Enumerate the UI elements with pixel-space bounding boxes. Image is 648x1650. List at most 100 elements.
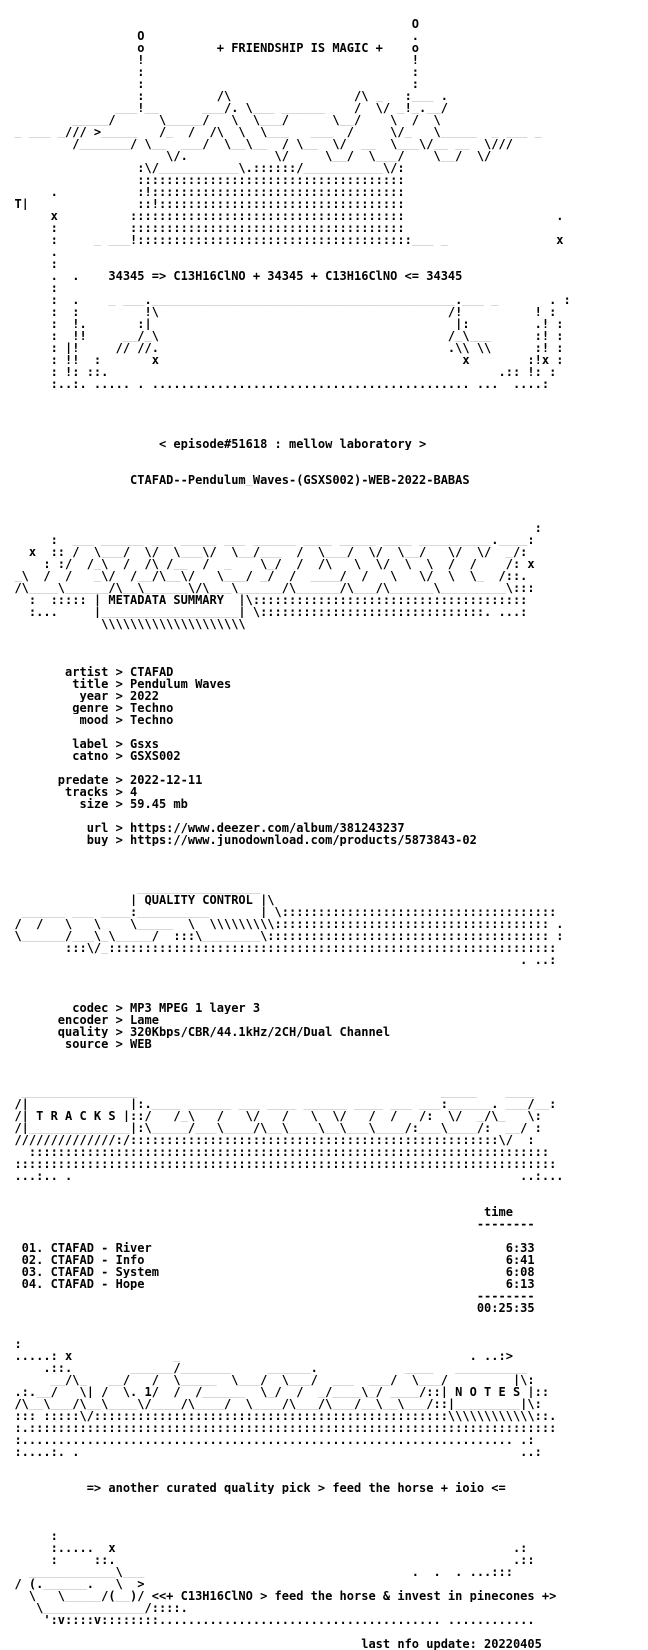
nfo-line <box>0 630 648 642</box>
nfo-line <box>0 462 648 474</box>
nfo-line <box>0 858 648 870</box>
nfo-line: / (.______. \ > <box>0 1578 145 1590</box>
nfo-line: title > Pendulum Waves <box>0 678 232 690</box>
nfo-line: :.::::::::::::::::::::::::::::::::::::::… <box>0 1422 557 1434</box>
nfo-line: genre > Techno <box>0 702 174 714</box>
nfo-line <box>0 810 648 822</box>
nfo-line <box>0 1494 648 1506</box>
nfo-line: _ ___ _/// >_____ /_ / /\ \ \___ ___ / \… <box>0 126 542 138</box>
nfo-line: /|______________|:\_____/___\____/\__\__… <box>0 1122 542 1134</box>
nfo-line: : _ ___!::::::::::::::::::::::::::::::::… <box>0 234 564 246</box>
nfo-line: O <box>0 18 420 30</box>
nfo-line <box>0 1050 648 1062</box>
nfo-line <box>0 1506 648 1518</box>
nfo-line: \ \_____/(__)/ <<+ C13H16ClNO > feed the… <box>0 1590 557 1602</box>
nfo-line: mood > Techno <box>0 714 174 726</box>
nfo-line: : ___ ______ ___ _____ ___ ______ ____ _… <box>0 534 535 546</box>
nfo-line: label > Gsxs <box>0 738 159 750</box>
nfo-line: time <box>0 1206 513 1218</box>
nfo-line: x ::::::::::::::::::::::::::::::::::::::… <box>0 210 564 222</box>
nfo-line <box>0 1230 648 1242</box>
nfo-line: /\__\___/\__\____\/____/\____/ \____/\__… <box>0 1398 542 1410</box>
nfo-line: :..:. ..... . ..........................… <box>0 378 550 390</box>
nfo-line: : . _ ___.______________________________… <box>0 294 571 306</box>
nfo-line: ___!__ ___/. \___ ______ / \/ _!_.__/ <box>0 102 448 114</box>
nfo-line: ::::::::::::::::::::::::::::::::::::::::… <box>0 1158 557 1170</box>
nfo-line: ! ! <box>0 54 420 66</box>
nfo-line <box>0 402 648 414</box>
nfo-line: .::. ______/_______ ______. ____ _______… <box>0 1362 528 1374</box>
nfo-line <box>0 642 648 654</box>
nfo-line: /_______/ \__ ___/ \__\__ / \__ \/ __ \_… <box>0 138 513 150</box>
nfo-line: : <box>0 1530 58 1542</box>
nfo-line: . <box>0 246 58 258</box>
nfo-line <box>0 1194 648 1206</box>
nfo-line: T| ::!:::::::::::::::::::::::::::::::::: <box>0 198 405 210</box>
nfo-line: codec > MP3 MPEG 1 layer 3 <box>0 1002 261 1014</box>
nfo-line: : !! : x x :!x : <box>0 354 564 366</box>
nfo-line: .:.__/ \| / \. 1/ / /______ \_/ / _/____… <box>0 1386 550 1398</box>
nfo-line <box>0 1062 648 1074</box>
nfo-line: => another curated quality pick > feed t… <box>0 1482 506 1494</box>
nfo-line: . ..: <box>0 954 557 966</box>
nfo-line: predate > 2022-12-11 <box>0 774 203 786</box>
nfo-line: :::\/_::::::::::::::::::::::::::::::::::… <box>0 942 557 954</box>
nfo-line: : <box>0 282 58 294</box>
nfo-line: : : <box>0 66 420 78</box>
nfo-line: 04. CTAFAD - Hope 6:13 <box>0 1278 535 1290</box>
nfo-line: ':v::::v::::::::........................… <box>0 1614 535 1626</box>
nfo-line: /\____\______/\__\______\/\___\______/\_… <box>0 582 535 594</box>
nfo-line: encoder > Lame <box>0 1014 159 1026</box>
nfo-line: : |! // //. .\\ \\ :! : <box>0 342 564 354</box>
nfo-line: last nfo update: 20220405 <box>0 1638 542 1650</box>
nfo-line: :\/___________\.::::::/___________\/: <box>0 162 405 174</box>
nfo-line: //////////////:/::::::::::::::::::::::::… <box>0 1134 535 1146</box>
nfo-line: : :/ /_\ / /\ /__ / _ \_/ / /\ \ \/ \ \ … <box>0 558 535 570</box>
nfo-line: ::::::::::::::::::::::::::::::::::::: <box>0 174 405 186</box>
nfo-line: : : <box>0 78 420 90</box>
nfo-line <box>0 870 648 882</box>
nfo-line: :.......................................… <box>0 1434 535 1446</box>
nfo-line: :... |___________________| \::::::::::::… <box>0 606 528 618</box>
nfo-line: o + FRIENDSHIP IS MAGIC + o <box>0 42 420 54</box>
nfo-line: : !. :| |: .! : <box>0 318 564 330</box>
nfo-line: ...:.. . ..:... <box>0 1170 564 1182</box>
nfo-line: __/\_ __/ / \_____ \___/ \___/ ___ ___/ … <box>0 1374 535 1386</box>
nfo-line: : :::::::::::::::::::::::::::::::::::::: <box>0 222 405 234</box>
nfo-line: . :!::::::::::::::::::::::::::::::::::: <box>0 186 405 198</box>
nfo-line: | QUALITY CONTROL |\ <box>0 894 275 906</box>
nfo-line <box>0 654 648 666</box>
nfo-line: \______________/::::. <box>0 1602 188 1614</box>
nfo-line: :....:. . ..: <box>0 1446 542 1458</box>
nfo-line <box>0 390 648 402</box>
nfo-line: tracks > 4 <box>0 786 138 798</box>
nfo-line: _____/ \_____/ \ \___/ \__/ \ / \ <box>0 114 441 126</box>
nfo-line: x :: / \___/ \/ \___\/ \__/___ / \___/ \… <box>0 546 528 558</box>
nfo-line <box>0 1074 648 1086</box>
nfo-line: .....: x _ . ..:> <box>0 1350 513 1362</box>
nfo-line: / / \ \ \_____ \ \\\\\\\\\::::::::::::::… <box>0 918 564 930</box>
nfo-line: : <box>0 258 58 270</box>
nfo-line: ____________\___ . . . ...::: <box>0 1566 513 1578</box>
nfo-line: 02. CTAFAD - Info 6:41 <box>0 1254 535 1266</box>
nfo-document: O O . o + FRIENDSHIP IS MAGIC + o ! ! : <box>0 6 648 1650</box>
nfo-line: 03. CTAFAD - System 6:08 <box>0 1266 535 1278</box>
nfo-line: url > https://www.deezer.com/album/38124… <box>0 822 405 834</box>
nfo-line: 00:25:35 <box>0 1302 535 1314</box>
nfo-line: : <box>0 1338 22 1350</box>
nfo-line: artist > CTAFAD <box>0 666 174 678</box>
nfo-line: ________________ _____ ____ <box>0 1086 535 1098</box>
nfo-line <box>0 510 648 522</box>
nfo-line <box>0 1470 648 1482</box>
nfo-line: \______/___\_\_____/ :::\________\::::::… <box>0 930 564 942</box>
nfo-line: _________________ <box>0 882 261 894</box>
nfo-line: : !! __/_\ /_\___ :! : <box>0 330 564 342</box>
nfo-line: -------- <box>0 1218 535 1230</box>
nfo-line: catno > GSXS002 <box>0 750 181 762</box>
nfo-line: . . 34345 => C13H16ClNO + 34345 + C13H16… <box>0 270 463 282</box>
nfo-line: quality > 320Kbps/CBR/44.1kHz/2CH/Dual C… <box>0 1026 391 1038</box>
nfo-line: ::: :::::\/:::::::::::::::::::::::::::::… <box>0 1410 557 1422</box>
nfo-line <box>0 486 648 498</box>
nfo-line <box>0 726 648 738</box>
nfo-line <box>0 1314 648 1326</box>
